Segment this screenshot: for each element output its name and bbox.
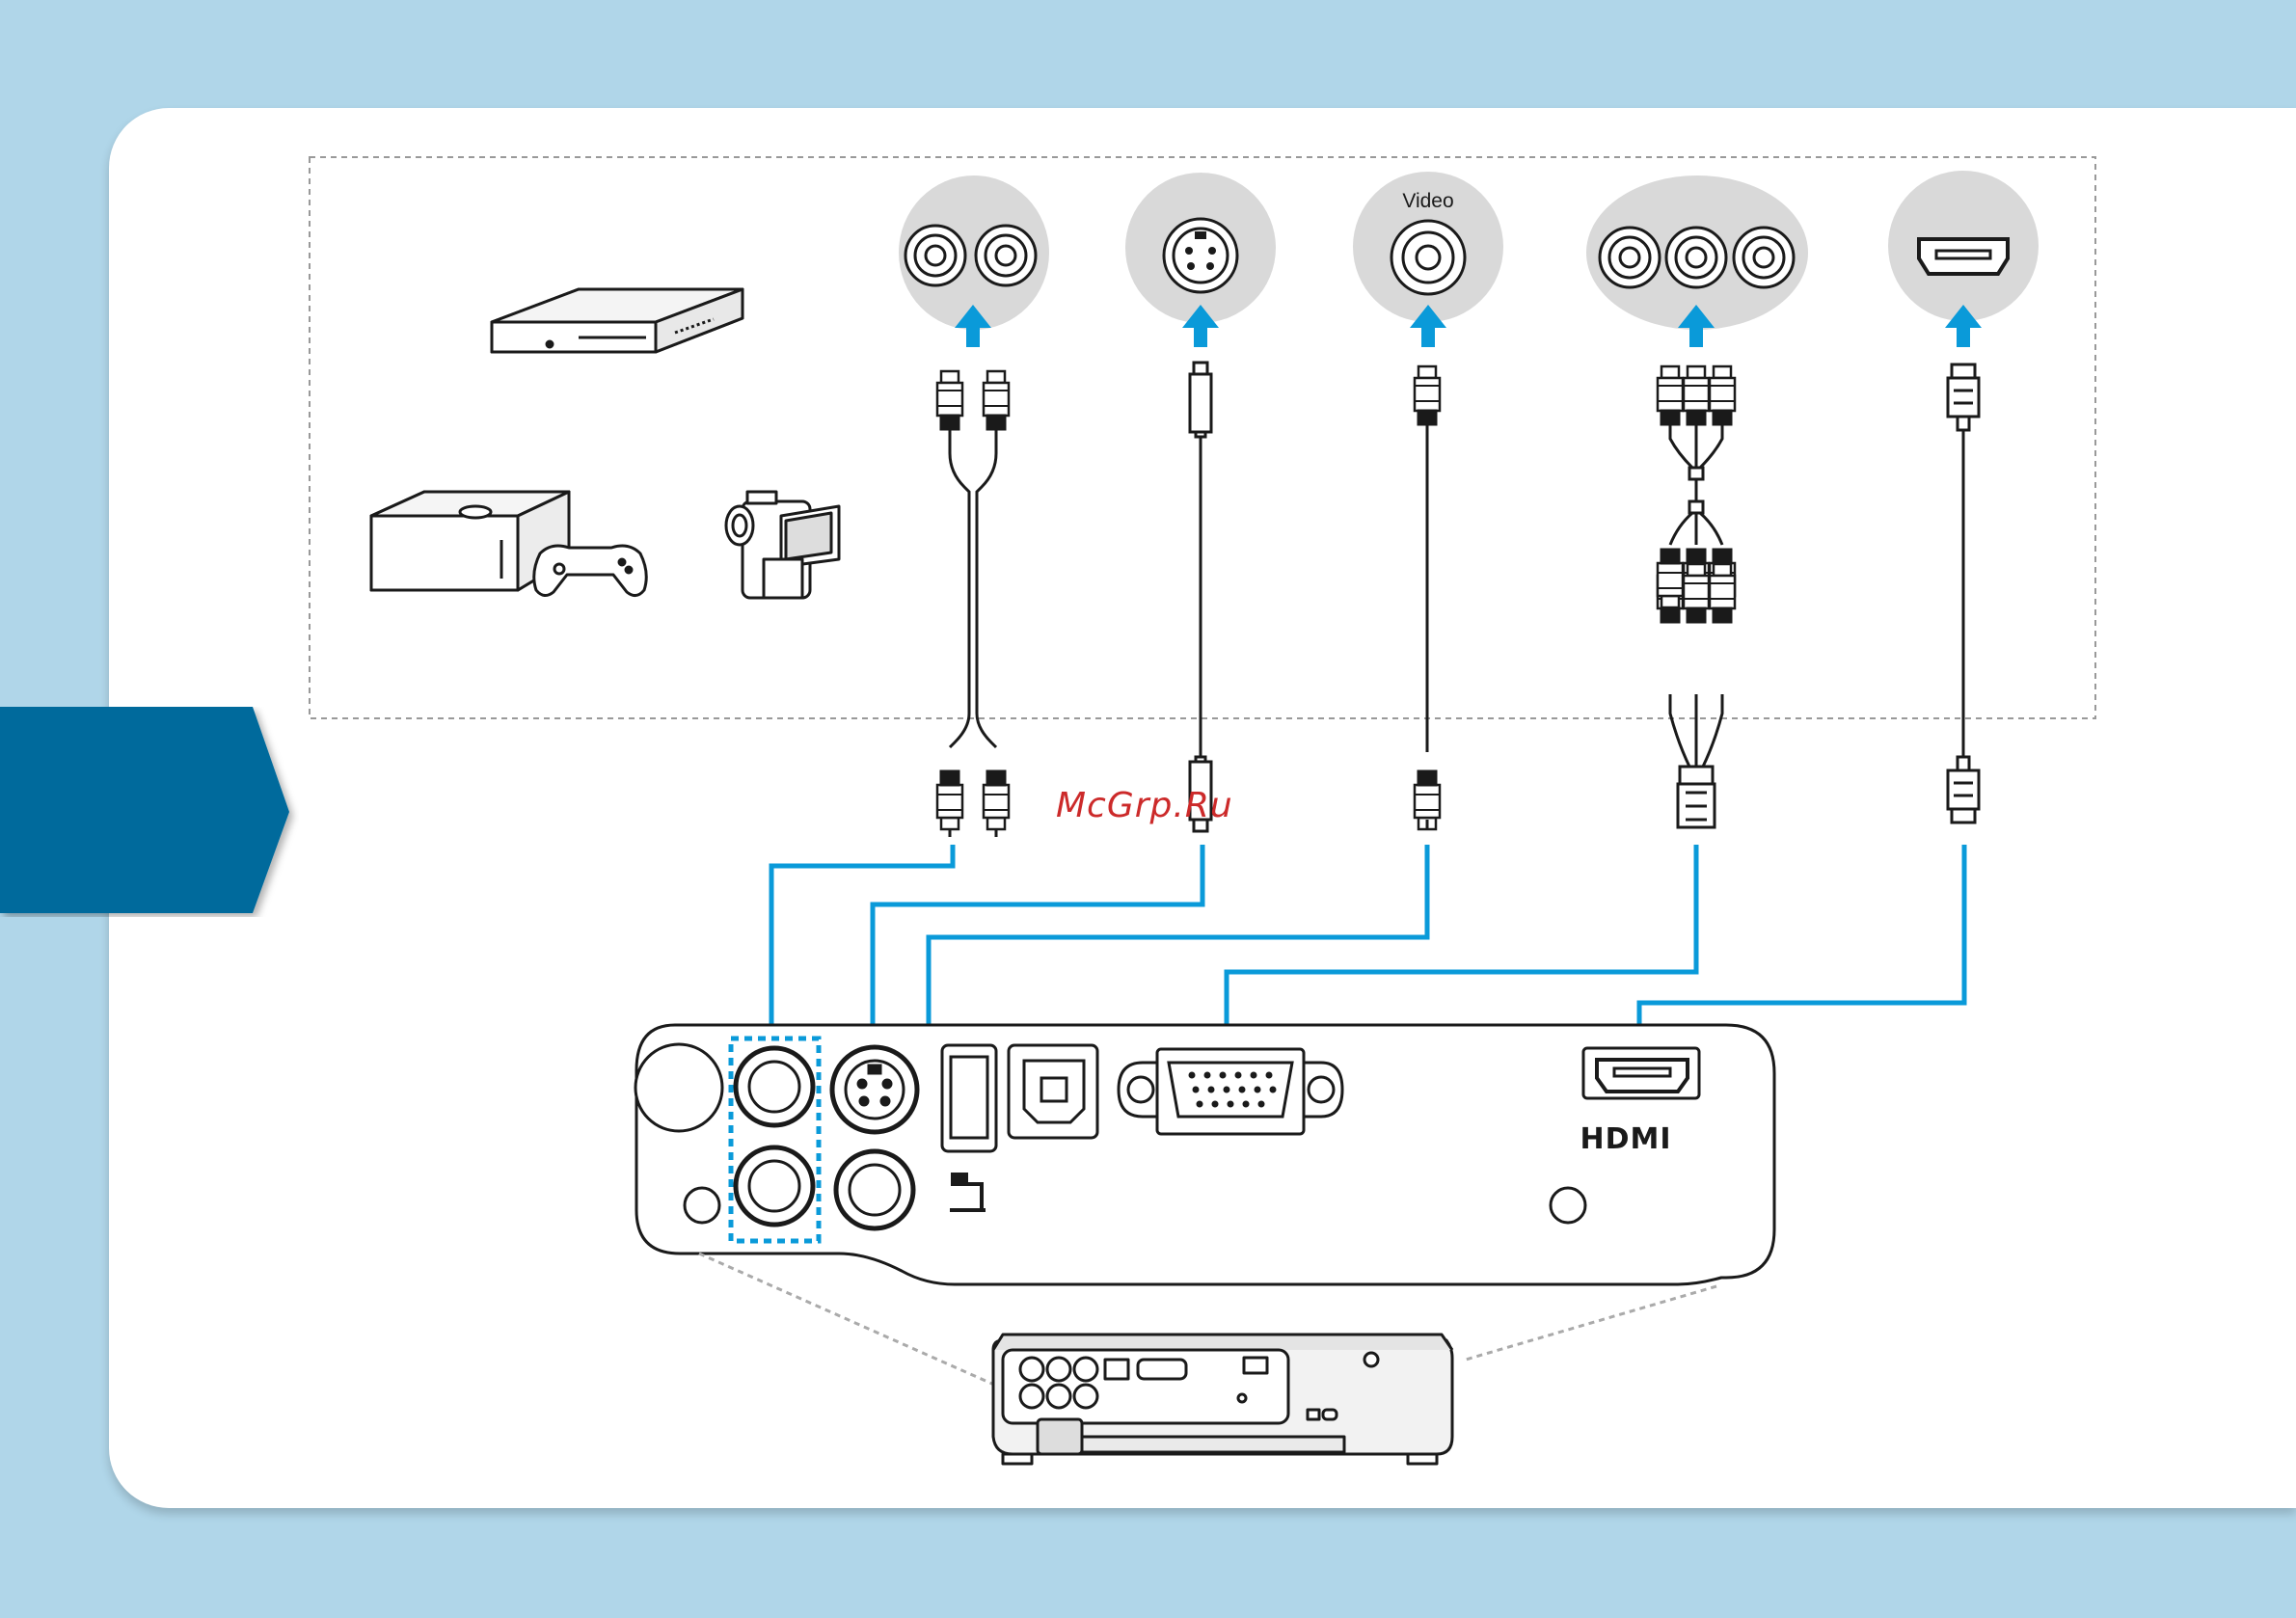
video-in-jack [836, 1151, 913, 1228]
s-video-jack-icon [1125, 173, 1276, 323]
unused-port-slots [942, 1045, 1097, 1151]
port-arrows [955, 305, 1982, 347]
projector-icon [993, 1335, 1452, 1464]
game-console-icon [371, 492, 646, 596]
hdmi-port-icon [1888, 171, 2039, 321]
watermark-text: McGrp.Ru [1056, 786, 1233, 825]
video-rca-jack-icon: Video [1353, 172, 1503, 322]
dvd-player-icon [492, 289, 743, 352]
hdmi-cable-icon [1948, 364, 1979, 822]
s-video-cable-icon [1190, 363, 1211, 831]
hdmi-in-port [1583, 1048, 1699, 1098]
s-video-in-jack [832, 1047, 917, 1132]
camcorder-icon [726, 492, 839, 598]
composite-video-cable-icon [1415, 366, 1440, 829]
hdmi-port-label: HDMI [1580, 1122, 1671, 1156]
video-port-label: Video [1402, 190, 1453, 212]
audio-rca-cable-icon [937, 371, 1009, 837]
component-to-vga-cable-icon [1658, 366, 1735, 827]
